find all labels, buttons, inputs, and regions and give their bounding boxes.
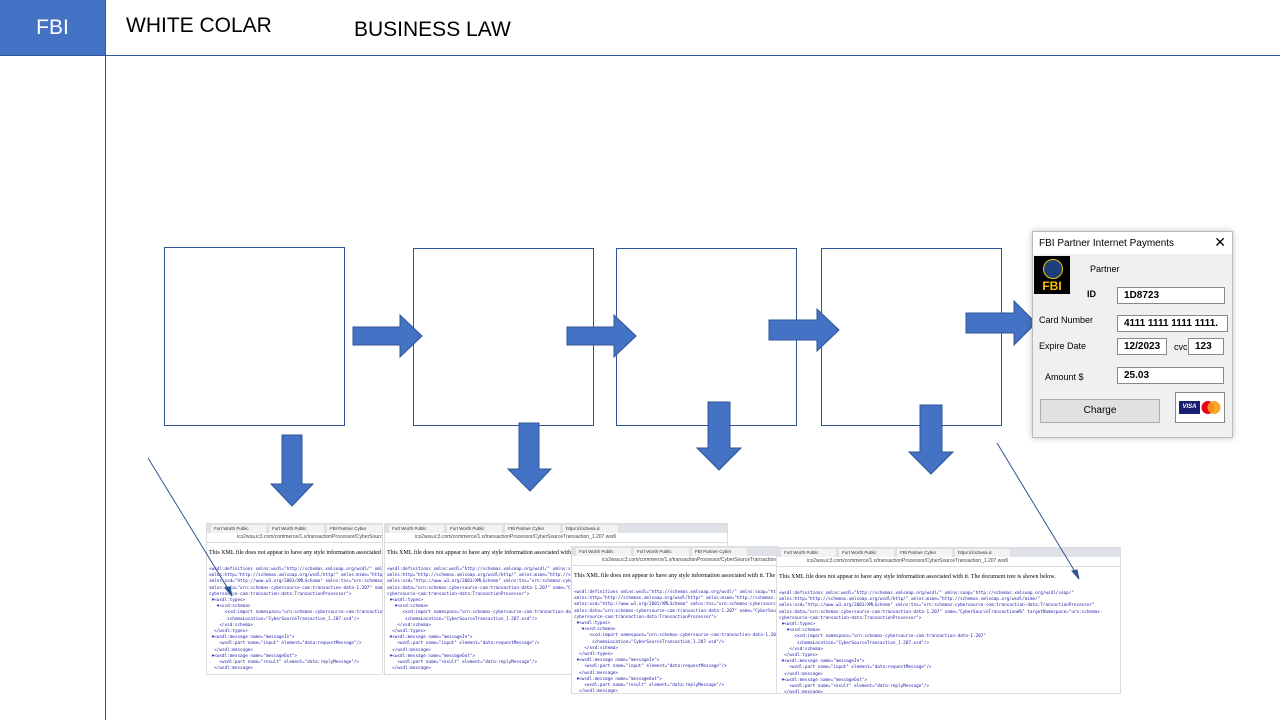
browser-tab: Fort Worth Public bbox=[211, 525, 266, 533]
arrow-down-2 bbox=[506, 422, 553, 492]
amount-label: Amount $ bbox=[1045, 372, 1084, 382]
xml-message: This XML file does not appear to have an… bbox=[574, 573, 777, 579]
browser-tab-bar: Fort Worth Public Fort Worth Public FBI … bbox=[777, 548, 1120, 557]
amount-field[interactable]: 25.03 bbox=[1117, 367, 1224, 384]
arrow-down-1 bbox=[269, 434, 315, 507]
fbi-logo: FBI bbox=[1034, 256, 1070, 294]
cvc-label: cvc bbox=[1174, 342, 1188, 352]
close-icon[interactable]: ✕ bbox=[1214, 234, 1226, 250]
connector-line-right bbox=[996, 442, 1078, 576]
browser-tab: FBI Partner Cyber bbox=[505, 525, 560, 533]
flow-box-4 bbox=[821, 248, 1002, 426]
arrow-right-4 bbox=[965, 299, 1037, 347]
browser-url: ics2wsa.ic3.com/commerce/1.x/transaction… bbox=[572, 556, 777, 566]
xml-code: <wsdl:definitions xmlns:wsdl="http://sch… bbox=[574, 590, 778, 694]
connector-arrowhead-left bbox=[224, 586, 233, 597]
arrow-right-3 bbox=[768, 307, 840, 353]
browser-tab: https://ics2wsa.ic bbox=[563, 525, 618, 533]
card-number-field[interactable]: 4111 1111 1111 1111. bbox=[1117, 315, 1228, 332]
expire-date-field[interactable]: 12/2023 bbox=[1117, 338, 1167, 355]
header-divider bbox=[0, 55, 1280, 56]
fbi-tab[interactable]: FBI bbox=[0, 0, 105, 55]
xml-message: This XML file does not appear to have an… bbox=[779, 574, 1056, 580]
connector-arrowhead-right bbox=[1071, 569, 1080, 580]
browser-tab: FBI Partner Cyber bbox=[327, 525, 382, 533]
dialog-body: FBI Partner ID 1D8723 Card Number 4111 1… bbox=[1033, 254, 1232, 437]
browser-tab: Fort Worth Public bbox=[389, 525, 444, 533]
browser-tab: Fort Worth Public bbox=[781, 549, 836, 557]
payment-dialog: FBI Partner Internet Payments ✕ FBI Part… bbox=[1032, 231, 1233, 438]
card-number-label: Card Number bbox=[1039, 315, 1094, 325]
browser-tab: Fort Worth Public bbox=[269, 525, 324, 533]
flow-box-3 bbox=[616, 248, 797, 426]
mastercard-icon bbox=[1201, 400, 1221, 415]
sidebar-divider bbox=[105, 0, 106, 720]
browser-tab: Fort Worth Public bbox=[576, 548, 631, 556]
partner-label: Partner bbox=[1090, 264, 1120, 274]
xml-code: <wsdl:definitions xmlns:wsdl="http://sch… bbox=[209, 567, 383, 672]
xml-message: This XML file does not appear to have an… bbox=[209, 550, 382, 556]
flow-box-2 bbox=[413, 248, 594, 426]
fbi-logo-text: FBI bbox=[1042, 279, 1062, 293]
visa-icon: VISA bbox=[1179, 401, 1200, 414]
id-field[interactable]: 1D8723 bbox=[1117, 287, 1225, 304]
title-white-collar: WHITE COLAR bbox=[126, 14, 272, 37]
browser-url: ics2wsa.ic3.com/commerce/1.x/transaction… bbox=[777, 557, 1120, 567]
browser-tab: Fort Worth Public bbox=[447, 525, 502, 533]
browser-tab: Fort Worth Public bbox=[634, 548, 689, 556]
browser-url: ics2wsa.ic3.com/commerce/1.x/transaction… bbox=[385, 533, 727, 543]
browser-screenshot-1: Fort Worth Public Fort Worth Public FBI … bbox=[206, 523, 383, 675]
arrow-down-3 bbox=[695, 401, 743, 471]
browser-screenshot-4: Fort Worth Public Fort Worth Public FBI … bbox=[776, 547, 1121, 694]
browser-tab: https://ics2wsa.ic bbox=[955, 549, 1010, 557]
browser-screenshot-3: Fort Worth Public Fort Worth Public FBI … bbox=[571, 546, 778, 694]
fbi-seal-icon bbox=[1043, 259, 1063, 279]
flow-box-1 bbox=[164, 247, 345, 426]
xml-code: <wsdl:definitions xmlns:wsdl="http://sch… bbox=[779, 591, 1103, 694]
browser-tab: Fort Worth Public bbox=[839, 549, 894, 557]
card-brands: VISA bbox=[1175, 392, 1225, 423]
cvc-field[interactable]: 123 bbox=[1188, 338, 1224, 355]
browser-tab-bar: Fort Worth Public Fort Worth Public FBI … bbox=[385, 524, 727, 533]
dialog-title: FBI Partner Internet Payments bbox=[1039, 238, 1175, 249]
browser-tab: FBI Partner Cyber bbox=[897, 549, 952, 557]
xml-message: This XML file does not appear to have an… bbox=[387, 550, 664, 556]
connector-line-left bbox=[147, 457, 231, 593]
fbi-tab-label: FBI bbox=[36, 15, 69, 39]
expire-date-label: Expire Date bbox=[1039, 341, 1087, 351]
browser-tab-bar: Fort Worth Public Fort Worth Public FBI … bbox=[572, 547, 777, 556]
id-label: ID bbox=[1087, 289, 1096, 299]
charge-button[interactable]: Charge bbox=[1040, 399, 1160, 423]
arrow-right-1 bbox=[352, 313, 423, 359]
title-business-law: BUSINESS LAW bbox=[354, 18, 511, 41]
browser-tab: FBI Partner Cyber bbox=[692, 548, 747, 556]
arrow-down-4 bbox=[907, 404, 955, 475]
arrow-right-2 bbox=[566, 313, 637, 359]
browser-tab-bar: Fort Worth Public Fort Worth Public FBI … bbox=[207, 524, 382, 533]
browser-url: ics2wsa.ic3.com/commerce/1.x/transaction… bbox=[207, 533, 382, 543]
